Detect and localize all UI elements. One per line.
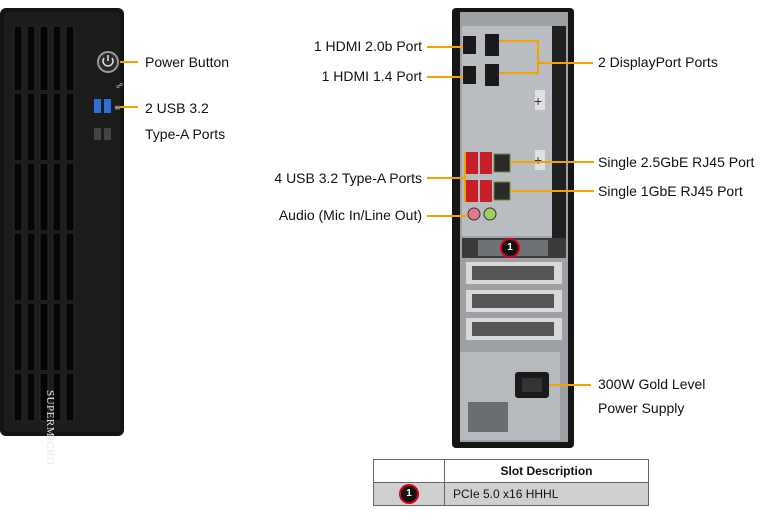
callout-lan-1g: Single 1GbE RJ45 Port	[598, 183, 743, 199]
svg-text:≡: ≡	[114, 103, 121, 112]
svg-text:+: +	[534, 152, 542, 168]
slot-marker-number: 1	[500, 238, 520, 258]
rear-usb-ports	[466, 152, 492, 202]
audio-jacks	[467, 207, 497, 221]
table-row: 1 PCIe 5.0 x16 HHHL	[373, 482, 649, 506]
svg-text:+: +	[534, 93, 542, 109]
callout-front-usb-line2: Type-A Ports	[145, 126, 226, 142]
callout-audio: Audio (Mic In/Line Out)	[278, 207, 422, 223]
callout-displayport: 2 DisplayPort Ports	[598, 54, 718, 70]
psu-vent	[468, 402, 508, 432]
callout-psu-line1: 300W Gold Level	[598, 376, 706, 392]
svg-text:☍: ☍	[116, 82, 123, 90]
slot-table-header: Slot Description	[373, 459, 649, 483]
slot-marker-badge: 1	[500, 238, 520, 258]
front-vent-slots	[13, 25, 75, 422]
power-button-icon[interactable]	[97, 51, 119, 73]
front-usb-ports[interactable]	[94, 99, 111, 140]
slot-table-header-number	[373, 459, 445, 483]
slot-number-badge: 1	[399, 484, 419, 504]
slot-number-cell: 1	[373, 482, 445, 506]
callout-psu-line2: Power Supply	[598, 400, 685, 416]
callout-hdmi-14: 1 HDMI 1.4 Port	[321, 68, 422, 84]
callout-front-usb-line1: 2 USB 3.2	[145, 100, 209, 116]
callout-rear-usb: 4 USB 3.2 Type-A Ports	[274, 170, 422, 186]
callout-lan-25g: Single 2.5GbE RJ45 Port	[598, 154, 755, 170]
slot-table-header-description: Slot Description	[444, 459, 649, 483]
callout-hdmi-20b: 1 HDMI 2.0b Port	[313, 38, 422, 54]
callout-power-button: Power Button	[145, 54, 230, 70]
slot-description-table: Slot Description 1 PCIe 5.0 x16 HHHL	[373, 459, 649, 506]
slot-description-cell: PCIe 5.0 x16 HHHL	[444, 482, 649, 506]
display-output-ports	[463, 34, 499, 86]
